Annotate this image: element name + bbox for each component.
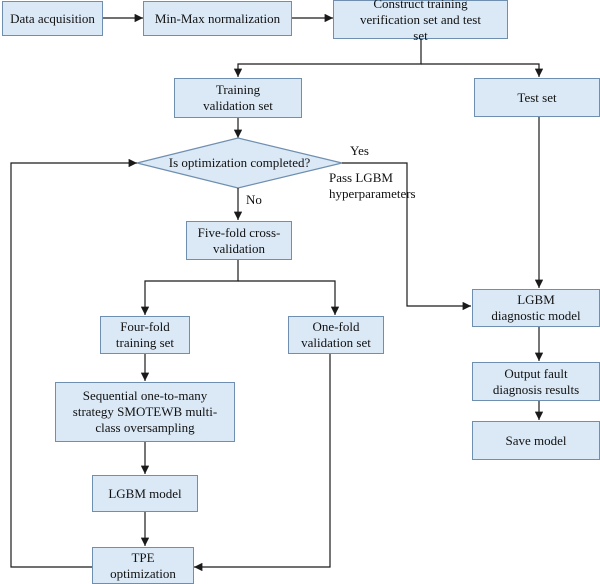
node-lgbm-model: LGBM model xyxy=(92,475,198,512)
edge-construct-to-test xyxy=(421,63,544,77)
node-output-results: Output fault diagnosis results xyxy=(472,362,600,401)
node-fivefold-cv: Five-fold cross-validation xyxy=(186,221,292,260)
label-yes: Yes xyxy=(350,143,369,158)
edge-onefold-to-tpe xyxy=(194,354,331,572)
node-minmax-normalization: Min-Max normalization xyxy=(143,1,292,36)
node-onefold-validation: One-fold validation set xyxy=(288,316,384,354)
edge-fivefold-to-onefold xyxy=(238,280,340,315)
node-fourfold-training: Four-fold training set xyxy=(100,316,190,354)
node-smote-oversampling: Sequential one-to-many strategy SMOTEWB … xyxy=(55,382,235,442)
node-data-acquisition: Data acquisition xyxy=(2,1,103,36)
node-training-validation-set: Training validation set xyxy=(174,78,302,118)
node-save-model: Save model xyxy=(472,421,600,460)
edge-construct-to-training xyxy=(233,39,422,77)
decision-label: Is optimization completed? xyxy=(168,155,311,170)
label-no: No xyxy=(246,192,262,207)
node-test-set: Test set xyxy=(474,78,600,117)
node-lgbm-diagnostic: LGBM diagnostic model xyxy=(472,289,600,327)
node-tpe-optimization: TPE optimization xyxy=(92,547,194,584)
edge-decision-yes xyxy=(342,162,471,311)
edge-fivefold-to-fourfold xyxy=(140,260,239,315)
label-pass-hyperparameters: Pass LGBM hyperparameters xyxy=(329,170,416,201)
node-construct-sets: Construct training verification set and … xyxy=(333,0,508,43)
edge-tpe-loop-to-decision xyxy=(10,158,137,568)
